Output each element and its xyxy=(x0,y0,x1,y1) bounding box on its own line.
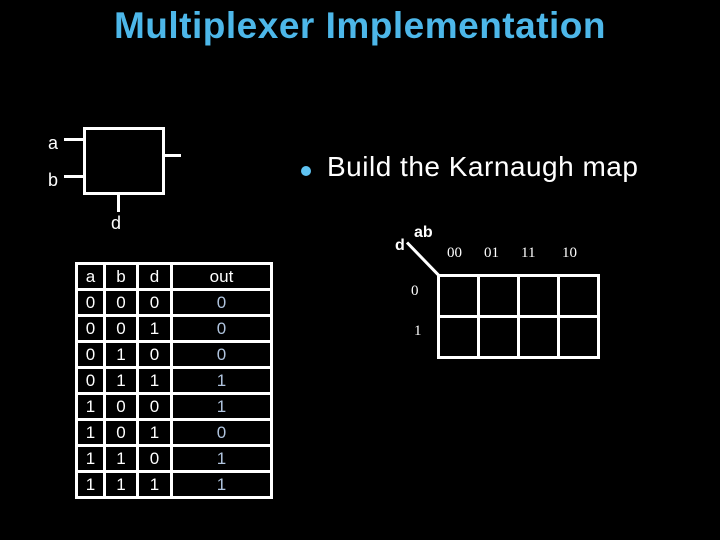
cell-out: 0 xyxy=(170,288,273,317)
cell-d: 1 xyxy=(136,366,173,395)
cell-d: 1 xyxy=(136,470,173,499)
kmap-col-header: 01 xyxy=(484,245,499,261)
cell-b: 0 xyxy=(103,392,139,421)
truth-header-b: b xyxy=(103,262,139,291)
cell-b: 0 xyxy=(103,314,139,343)
kmap-diagonal-line xyxy=(405,241,441,277)
mux-input-a-label: a xyxy=(48,133,59,153)
cell-b: 1 xyxy=(103,340,139,369)
cell-d: 1 xyxy=(136,418,173,447)
cell-out: 1 xyxy=(170,444,273,473)
cell-d: 0 xyxy=(136,444,173,473)
mux-select-d-label: d xyxy=(111,213,122,233)
kmap-col-header: 10 xyxy=(562,245,577,261)
kmap-cell xyxy=(557,315,600,359)
kmap-row-label: 1 xyxy=(414,323,422,339)
truth-header-a: a xyxy=(75,262,106,291)
kmap-cell xyxy=(477,274,520,318)
cell-d: 0 xyxy=(136,288,173,317)
table-row: 1 1 0 1 xyxy=(75,444,273,473)
cell-a: 1 xyxy=(75,418,106,447)
table-row: 0 0 1 0 xyxy=(75,314,273,343)
cell-out: 0 xyxy=(170,314,273,343)
table-row: 0 1 1 1 xyxy=(75,366,273,395)
cell-b: 1 xyxy=(103,366,139,395)
cell-a: 1 xyxy=(75,470,106,499)
truth-table: a b d out 0 0 0 0 0 0 1 0 0 1 0 0 0 1 1 … xyxy=(75,262,273,499)
cell-b: 1 xyxy=(103,444,139,473)
cell-out: 0 xyxy=(170,340,273,369)
kmap-cell xyxy=(517,315,560,359)
cell-out: 1 xyxy=(170,366,273,395)
truth-header-out: out xyxy=(170,262,273,291)
cell-out: 1 xyxy=(170,470,273,499)
bullet-icon xyxy=(301,166,311,176)
kmap-col-header: 11 xyxy=(521,245,536,261)
table-row: 0 1 0 0 xyxy=(75,340,273,369)
mux-select-wire xyxy=(117,195,120,212)
cell-d: 0 xyxy=(136,392,173,421)
table-row: 0 0 0 0 xyxy=(75,288,273,317)
kmap-cell xyxy=(437,274,480,318)
table-row: 1 0 1 0 xyxy=(75,418,273,447)
cell-a: 0 xyxy=(75,366,106,395)
truth-header-d: d xyxy=(136,262,173,291)
kmap-cell xyxy=(517,274,560,318)
truth-table-header-row: a b d out xyxy=(75,262,273,291)
mux-input-b-label: b xyxy=(48,170,59,190)
table-row: 1 1 1 1 xyxy=(75,470,273,499)
cell-d: 1 xyxy=(136,314,173,343)
bullet-text: Build the Karnaugh map xyxy=(327,151,639,182)
mux-input-a-wire xyxy=(64,138,83,141)
kmap-col-header: 00 xyxy=(447,245,462,261)
cell-a: 0 xyxy=(75,314,106,343)
kmap-grid xyxy=(437,274,600,359)
cell-d: 0 xyxy=(136,340,173,369)
kmap-row-label: 0 xyxy=(411,283,419,299)
slide-title: Multiplexer Implementation xyxy=(113,5,606,46)
kmap-grid-row xyxy=(437,315,600,359)
cell-a: 0 xyxy=(75,288,106,317)
kmap-col-var-label: ab xyxy=(414,224,433,241)
cell-a: 1 xyxy=(75,392,106,421)
cell-out: 0 xyxy=(170,418,273,447)
cell-b: 0 xyxy=(103,288,139,317)
mux-input-b-wire xyxy=(64,175,83,178)
cell-a: 1 xyxy=(75,444,106,473)
cell-b: 1 xyxy=(103,470,139,499)
cell-out: 1 xyxy=(170,392,273,421)
kmap-grid-row xyxy=(437,274,600,318)
mux-output-wire xyxy=(165,154,181,157)
cell-b: 0 xyxy=(103,418,139,447)
kmap-row-var-label: d xyxy=(395,237,405,254)
mux-box xyxy=(83,127,165,195)
cell-a: 0 xyxy=(75,340,106,369)
kmap-cell xyxy=(437,315,480,359)
table-row: 1 0 0 1 xyxy=(75,392,273,421)
kmap-cell xyxy=(557,274,600,318)
kmap-cell xyxy=(477,315,520,359)
